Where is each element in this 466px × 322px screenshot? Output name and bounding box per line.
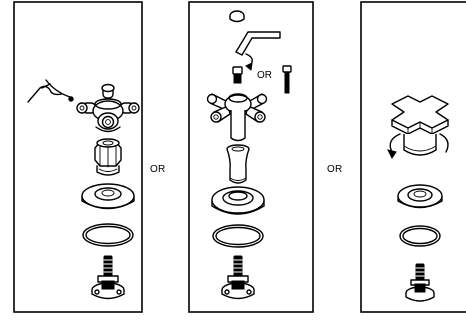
cap-icon: [229, 10, 245, 23]
panel-2: OR: [188, 1, 314, 313]
screwdriver-icon: [27, 79, 74, 103]
cartridge-stem-icon-3: [405, 263, 435, 302]
panel-1-frame: [13, 1, 143, 313]
o-ring-icon-2: [212, 224, 264, 248]
cross-lever-handle-icon: [387, 95, 449, 159]
panel-2-frame: [188, 1, 314, 313]
cross-handle-icon: [76, 83, 140, 133]
cartridge-stem-icon-2: [221, 255, 255, 300]
o-ring-icon: [82, 223, 134, 247]
panel-1: [13, 1, 143, 313]
panel-2-or-label: OR: [257, 70, 272, 81]
washer-icon-3: [397, 184, 443, 209]
hex-key-icon: [235, 31, 281, 71]
sleeve-icon: [226, 144, 250, 184]
hex-adapter-icon: [94, 138, 122, 176]
panel-3-frame: [360, 1, 466, 313]
set-screw-icon: [232, 66, 243, 84]
washer-icon-2: [211, 186, 265, 215]
or-separator-1: OR: [150, 164, 166, 175]
washer-icon: [81, 183, 135, 210]
panel-3: [360, 1, 466, 313]
o-ring-icon-3: [399, 225, 441, 247]
screw-icon: [282, 65, 292, 94]
or-separator-2: OR: [327, 164, 343, 175]
cross-handle-icon-2: [206, 93, 268, 142]
cartridge-stem-icon: [91, 255, 125, 300]
